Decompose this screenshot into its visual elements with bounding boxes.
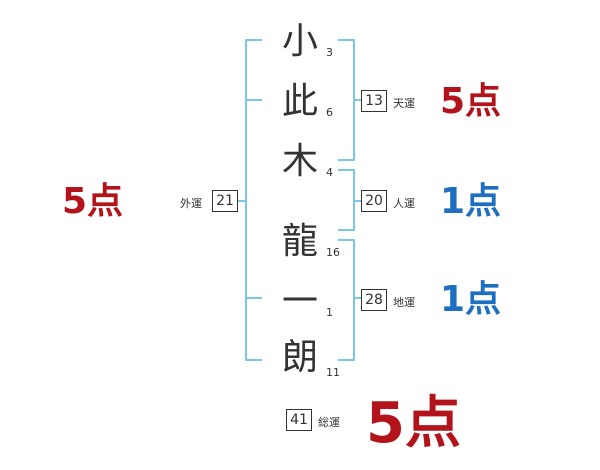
chiun-bracket	[338, 239, 355, 361]
tenun-value-box: 13	[361, 90, 387, 112]
name-char-2: 此	[281, 81, 318, 122]
souun-score: 5点	[366, 391, 461, 456]
tenun-score: 5点	[440, 81, 502, 122]
souun-value-box: 41	[286, 409, 312, 431]
souun-label: 総運	[318, 416, 340, 429]
name-char-1: 小	[281, 21, 318, 62]
name-char-3: 木	[281, 141, 318, 182]
gaiun-label: 外運	[180, 197, 202, 210]
tenun-bracket	[338, 39, 355, 161]
gaiun-value-box: 21	[212, 190, 238, 212]
name-char-6: 朗	[281, 337, 318, 378]
jinun-label: 人運	[393, 197, 415, 210]
left-bracket	[245, 39, 262, 361]
gaiun-score: 5点	[62, 181, 124, 222]
stroke-count-6: 11	[326, 366, 340, 379]
chiun-label: 地運	[393, 296, 415, 309]
jinun-bracket	[338, 169, 355, 231]
tenun-label: 天運	[393, 97, 415, 110]
stroke-count-5: 1	[326, 306, 333, 319]
name-char-4: 龍	[281, 221, 318, 262]
jinun-score: 1点	[440, 181, 502, 222]
stroke-count-4: 16	[326, 246, 340, 259]
stroke-count-2: 6	[326, 106, 333, 119]
stroke-count-1: 3	[326, 46, 333, 59]
stroke-count-3: 4	[326, 166, 333, 179]
chiun-value-box: 28	[361, 289, 387, 311]
chiun-score: 1点	[440, 279, 502, 320]
name-char-5: 一	[281, 281, 318, 322]
jinun-value-box: 20	[361, 190, 387, 212]
